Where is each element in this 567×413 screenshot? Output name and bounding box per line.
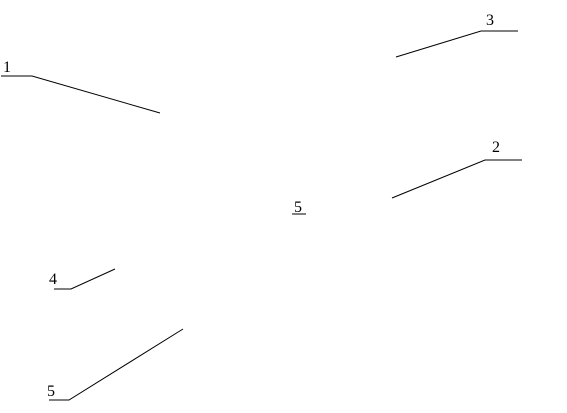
leader-line-4 <box>54 268 116 290</box>
callout-2: 2 <box>391 139 522 199</box>
callout-5-center: 5 <box>292 199 306 216</box>
callout-4: 4 <box>49 268 116 290</box>
callout-1: 1 <box>1 59 161 114</box>
callout-label-4: 4 <box>49 271 57 288</box>
leader-line-1 <box>1 75 161 114</box>
callout-5-bottom: 5 <box>47 328 184 401</box>
leader-line-5-bottom <box>49 328 184 401</box>
callout-label-5-center: 5 <box>294 199 302 216</box>
callout-label-2: 2 <box>492 139 500 156</box>
leader-line-3 <box>395 30 518 58</box>
callout-label-5-bottom: 5 <box>47 383 55 400</box>
callout-label-1: 1 <box>3 59 11 76</box>
leader-line-2 <box>391 159 522 199</box>
callout-label-3: 3 <box>486 12 494 29</box>
callout-3: 3 <box>395 12 518 58</box>
